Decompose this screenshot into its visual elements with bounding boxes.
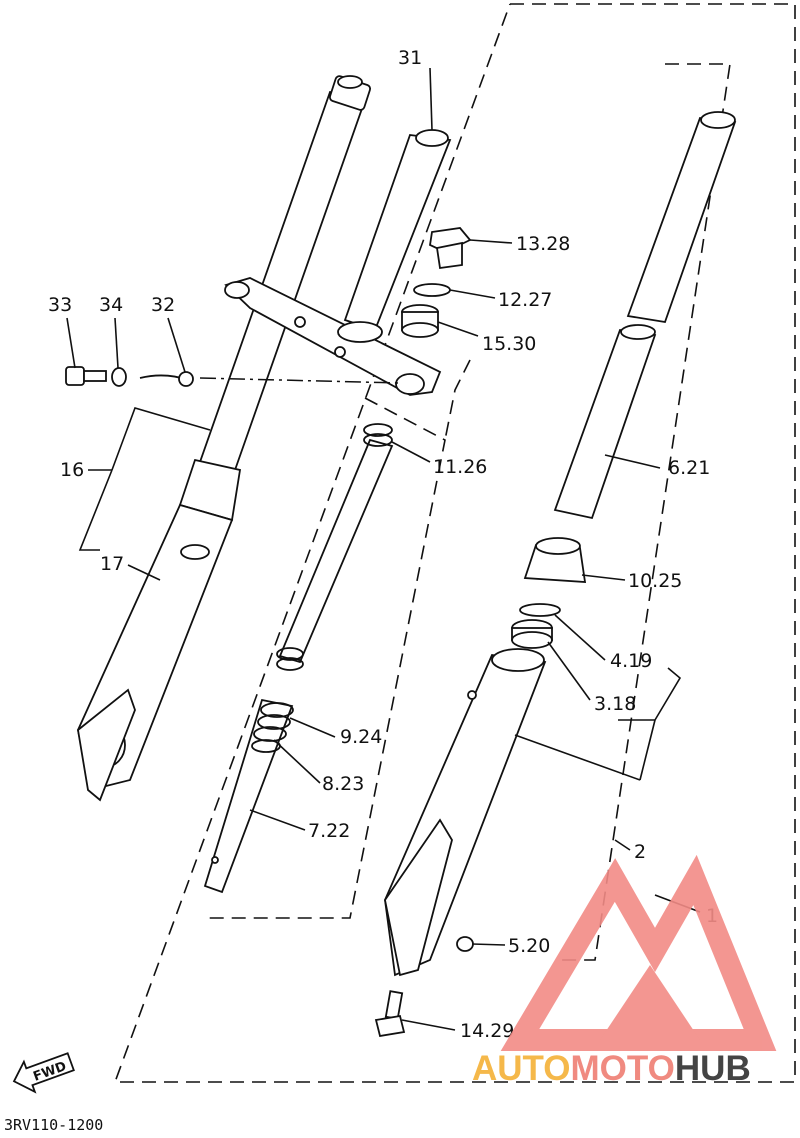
watermark-moto: MOTO xyxy=(571,1049,675,1088)
callout-17: 17 xyxy=(100,553,124,575)
callout-7-22: 7.22 xyxy=(308,820,350,842)
o-ring xyxy=(413,283,451,297)
watermark-text: AUTOMOTOHUB xyxy=(472,1049,751,1088)
drawing-code: 3RV110-1200 xyxy=(4,1116,103,1134)
watermark-hub: HUB xyxy=(675,1049,751,1088)
bolt-33 xyxy=(65,366,107,386)
steering-stem xyxy=(224,129,452,396)
drain-bolt xyxy=(374,990,406,1038)
callout-6-21: 6.21 xyxy=(668,457,710,479)
clip-32 xyxy=(139,371,194,387)
callout-13-28: 13.28 xyxy=(516,233,570,255)
callout-31: 31 xyxy=(398,47,422,69)
callout-12-27: 12.27 xyxy=(498,289,552,311)
collar xyxy=(401,304,439,338)
callout-34: 34 xyxy=(99,294,123,316)
watermark-auto: AUTO xyxy=(472,1049,571,1088)
callout-32: 32 xyxy=(151,294,175,316)
cap-bolt xyxy=(429,227,472,270)
callout-9-24: 9.24 xyxy=(340,726,382,748)
callout-5-20: 5.20 xyxy=(508,935,550,957)
outer-tube-bracket xyxy=(560,63,731,961)
callout-10-25: 10.25 xyxy=(628,570,682,592)
fork-spring xyxy=(276,423,394,671)
callout-33: 33 xyxy=(48,294,72,316)
spring-kit-bracket xyxy=(205,397,446,919)
retaining-clip xyxy=(519,603,561,617)
dust-seal xyxy=(523,537,587,583)
callout-3-18: 3.18 xyxy=(594,693,636,715)
bolt-center-line xyxy=(199,377,401,384)
callout-11-26: 11.26 xyxy=(433,456,487,478)
assembly-outline xyxy=(113,3,796,1083)
drain-washer xyxy=(456,936,474,952)
callout-15-30: 15.30 xyxy=(482,333,536,355)
left-fork-assembly xyxy=(77,75,371,802)
outer-tube-right xyxy=(384,648,547,977)
callout-16: 16 xyxy=(60,459,84,481)
watermark-logo xyxy=(500,854,777,1051)
fwd-arrow: FWD xyxy=(12,1052,75,1094)
damper-rod xyxy=(203,698,294,894)
callout-2: 2 xyxy=(634,841,646,863)
callout-4-19: 4.19 xyxy=(610,650,652,672)
inner-tube-lower xyxy=(553,324,657,520)
inner-tube-top xyxy=(626,111,737,324)
washer-34 xyxy=(111,367,127,387)
oil-seal xyxy=(511,619,553,649)
callout-14-29: 14.29 xyxy=(460,1020,514,1042)
bracket-lower-dash xyxy=(444,359,471,441)
callout-8-23: 8.23 xyxy=(322,773,364,795)
leader-lines xyxy=(66,67,701,1031)
